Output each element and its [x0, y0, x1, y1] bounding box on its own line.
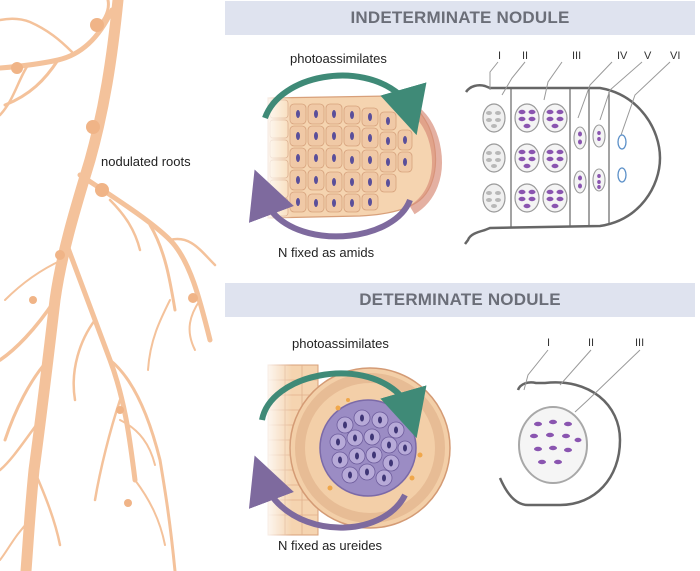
indeterminate-nodule-title: INDETERMINATE NODULE [225, 1, 695, 35]
root-nodule [188, 293, 198, 303]
root-nodule [86, 120, 100, 134]
determinate-zone-label-2: II [588, 337, 595, 349]
n-fixed-arrow [248, 169, 413, 240]
nodulated-roots-label: nodulated roots [101, 154, 191, 169]
determinate-top-label: photoassimilates [292, 336, 389, 351]
indeterminate-bottom-label: N fixed as amids [278, 245, 375, 260]
root-nodule [11, 62, 23, 74]
root-nodule [90, 18, 104, 32]
photoassimilates-arrow [262, 72, 427, 136]
lateral-root-left [0, 298, 57, 362]
indeterminate-zone-label-2: II [522, 50, 529, 62]
photoassimilates-arrow-determinate [259, 370, 427, 439]
determinate-zone-diagram [498, 381, 622, 507]
determinate-bottom-label: N fixed as ureides [278, 538, 383, 553]
root-nodule [124, 499, 132, 507]
root-nodule [95, 183, 109, 197]
indeterminate-zone-label-4: IV [617, 50, 628, 62]
determinate-zone-label-1: I [547, 337, 551, 349]
determinate-zone-label-3: III [635, 337, 645, 349]
indeterminate-zone-diagram [464, 84, 662, 245]
n-fixed-arrow-determinate [248, 455, 408, 531]
determinate-nodule-title: DETERMINATE NODULE [225, 283, 695, 317]
indeterminate-zone-label-1: I [498, 50, 502, 62]
root-nodule [55, 250, 65, 260]
indeterminate-zone-label-6: VI [670, 50, 681, 62]
indeterminate-top-label: photoassimilates [290, 51, 387, 66]
root-nodule [116, 406, 124, 414]
indeterminate-zone-label-3: III [572, 50, 582, 62]
root-nodule [29, 296, 37, 304]
indeterminate-zone-label-5: V [644, 50, 652, 62]
